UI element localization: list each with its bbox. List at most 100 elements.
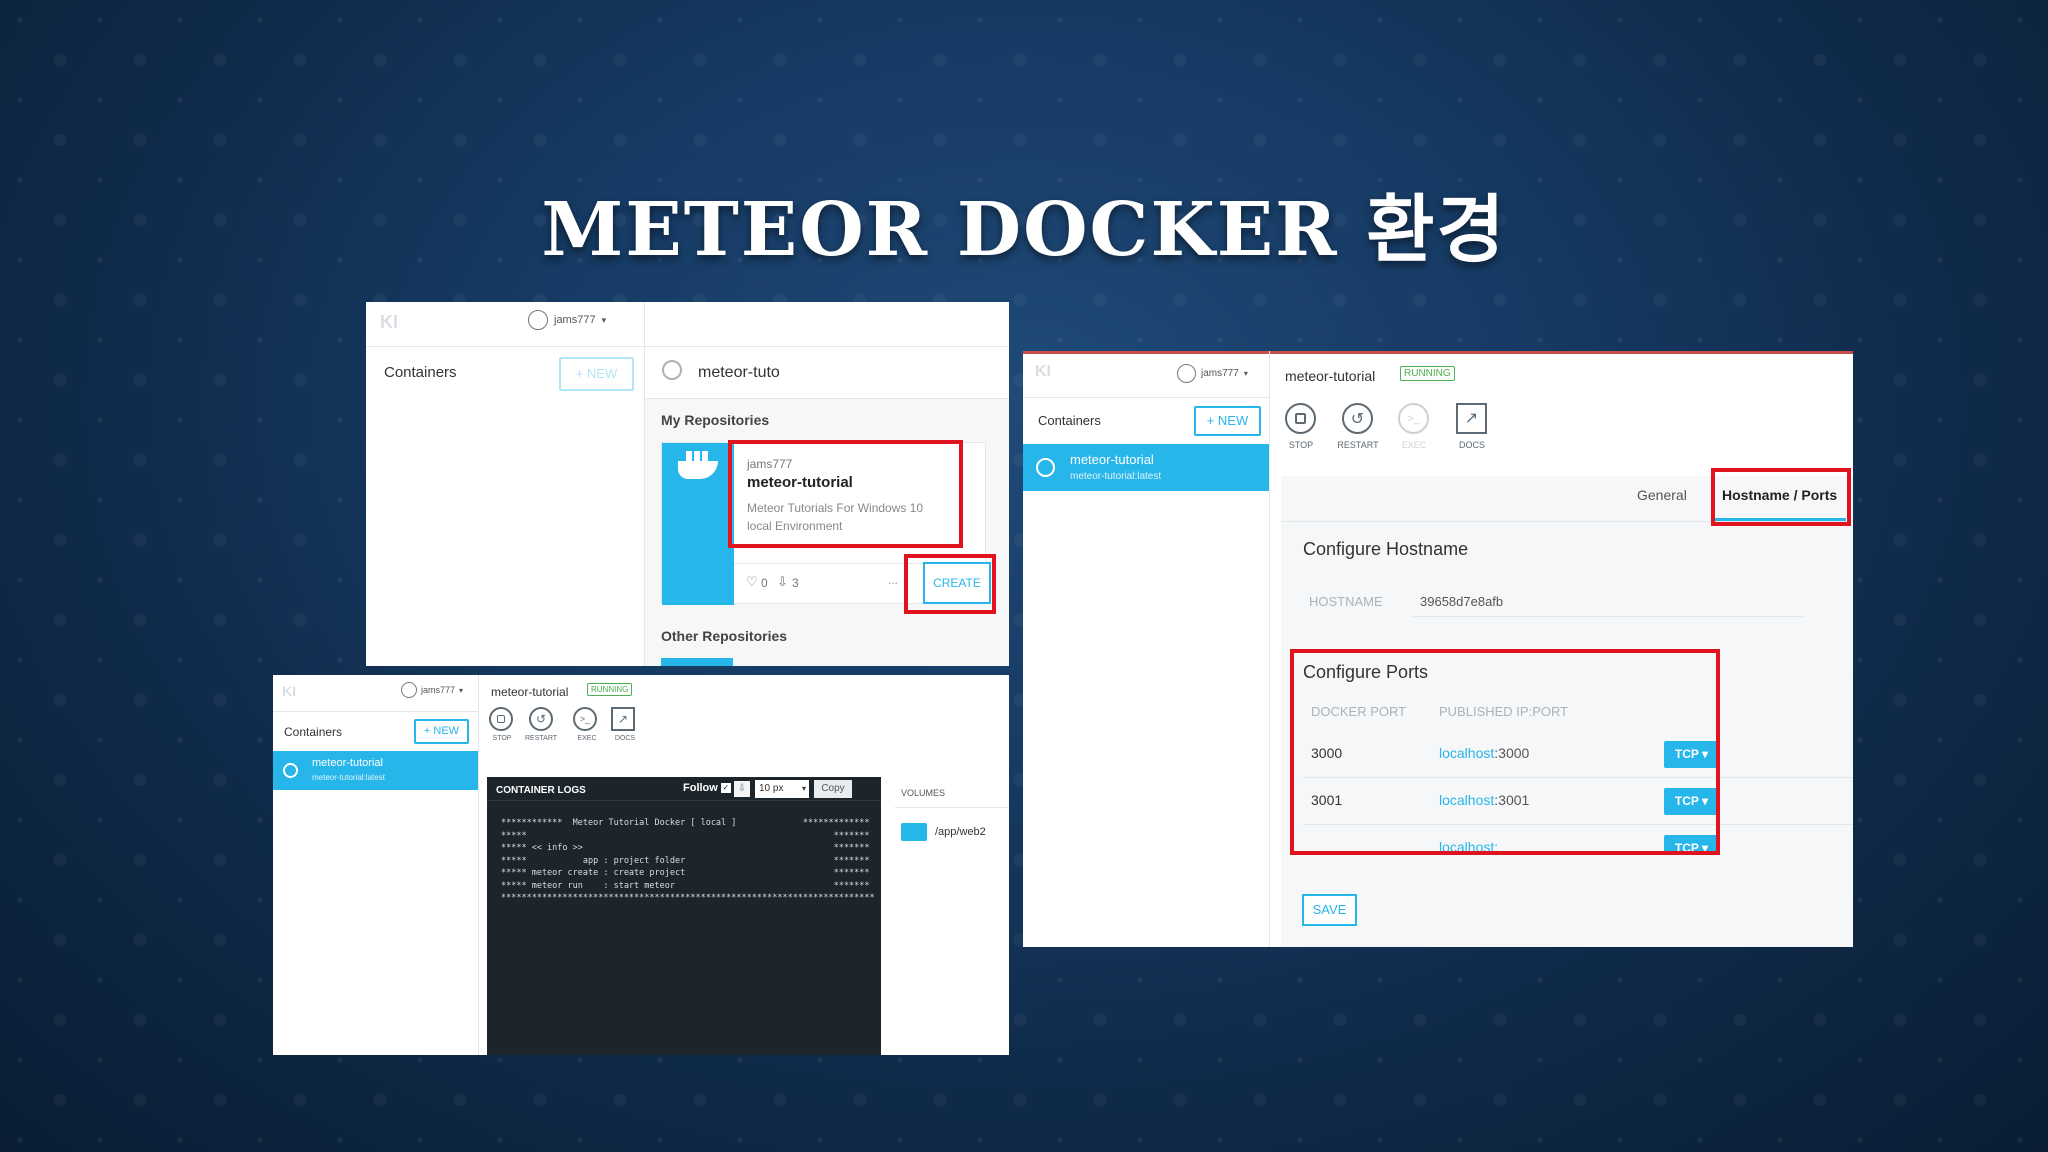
container-image: meteor-tutorial:latest <box>1070 471 1162 482</box>
highlight-ports <box>1290 649 1720 855</box>
terminal-icon: >_ <box>573 707 597 731</box>
restart-icon: ↺ <box>1342 403 1373 434</box>
col-published-port: PUBLISHED IP:PORT <box>1439 704 1569 719</box>
protocol-dropdown[interactable]: TCP ▾ <box>1664 788 1719 815</box>
sidebar-title: Containers <box>284 725 343 739</box>
docs-button[interactable]: ↗ DOCS <box>611 707 639 742</box>
copy-button[interactable]: Copy <box>814 780 852 798</box>
app-logo: KI <box>282 683 296 699</box>
highlight-create <box>904 554 996 614</box>
volume-item[interactable]: /app/web2 <box>901 823 986 841</box>
screenshot-search-repos: KI jams777 ▾ Containers + NEW meteor-tut… <box>366 302 1009 666</box>
header-divider <box>366 346 1009 347</box>
new-container-button[interactable]: + NEW <box>1194 406 1261 436</box>
tab-hostname-ports[interactable]: Hostname / Ports <box>1722 487 1838 503</box>
docker-port: 3000 <box>1311 745 1343 761</box>
external-link-icon: ↗ <box>1456 403 1487 434</box>
stop-icon <box>489 707 513 731</box>
repo-card[interactable]: jams777 meteor-tutorial Meteor Tutorials… <box>661 442 987 605</box>
restart-button[interactable]: ↺ RESTART <box>525 707 557 742</box>
repo-desc-1: Meteor Tutorials For Windows 10 <box>747 501 924 515</box>
status-badge: RUNNING <box>1400 366 1455 381</box>
volume-path: /app/web2 <box>935 826 986 838</box>
sidebar-divider <box>644 302 645 666</box>
highlight-repo-info <box>728 440 963 548</box>
header-container-name: meteor-tutorial <box>491 685 569 699</box>
header-container-name: meteor-tutorial <box>1285 368 1376 384</box>
pulls-count: 3 <box>792 576 799 590</box>
restart-button[interactable]: ↺ RESTART <box>1336 403 1380 450</box>
container-status-icon <box>1036 458 1055 477</box>
docker-port: 3001 <box>1311 792 1343 808</box>
published-port[interactable]: localhost:3001 <box>1439 792 1530 808</box>
folder-icon <box>901 823 927 841</box>
stop-button[interactable]: STOP <box>1285 403 1317 450</box>
chevron-down-icon: ▾ <box>601 314 607 325</box>
search-divider <box>645 398 1009 399</box>
user-menu[interactable]: jams777 ▾ <box>528 310 606 330</box>
checkbox-icon: ✓ <box>720 783 731 793</box>
port-row: 3001 localhost:3001 TCP ▾ <box>1303 778 1853 825</box>
repo-desc-2: local Environment <box>747 519 843 533</box>
download-icon: ⇩ <box>777 574 788 589</box>
user-menu[interactable]: jams777 ▾ <box>401 682 463 698</box>
repo-card-image <box>662 443 734 605</box>
tab-general[interactable]: General <box>1637 487 1687 503</box>
user-menu[interactable]: jams777 ▾ <box>1177 364 1248 383</box>
container-status-icon <box>283 763 298 778</box>
slide-title: METEOR DOCKER 환경 <box>541 187 1507 273</box>
create-button[interactable]: CREATE <box>923 562 991 604</box>
user-name: jams777 <box>554 314 596 326</box>
sidebar-container-item[interactable]: meteor-tutorial meteor-tutorial:latest <box>273 751 478 790</box>
likes-count: 0 <box>761 576 768 590</box>
stop-button[interactable]: STOP <box>489 707 515 742</box>
chevron-down-icon: ▾ <box>459 685 464 695</box>
search-input[interactable]: meteor-tuto <box>698 364 780 381</box>
status-badge: RUNNING <box>587 683 633 696</box>
repo-card-footer-divider <box>734 563 987 564</box>
configure-hostname-heading: Configure Hostname <box>1303 539 1469 559</box>
repo-name: meteor-tutorial <box>747 474 853 491</box>
log-output: ************ Meteor Tutorial Docker [ lo… <box>501 818 875 903</box>
user-icon <box>1177 364 1196 383</box>
other-repos-heading: Other Repositories <box>661 628 788 644</box>
download-icon[interactable]: ⇩ <box>734 781 750 797</box>
font-size-select[interactable]: 10 px ▾ <box>755 780 809 798</box>
save-button[interactable]: SAVE <box>1302 894 1357 926</box>
new-container-button[interactable]: + NEW <box>414 719 469 744</box>
docs-button[interactable]: ↗ DOCS <box>1456 403 1488 450</box>
logs-title: CONTAINER LOGS <box>496 785 586 796</box>
new-container-button[interactable]: + NEW <box>559 357 634 391</box>
chevron-down-icon: ▾ <box>1243 369 1248 378</box>
follow-label: Follow <box>683 782 718 794</box>
exec-button[interactable]: >_ EXEC <box>573 707 601 742</box>
hostname-input[interactable]: 39658d7e8afb <box>1420 594 1504 609</box>
port-row: 3000 localhost:3000 TCP ▾ <box>1303 731 1853 778</box>
protocol-dropdown[interactable]: TCP ▾ <box>1664 741 1719 768</box>
user-name: jams777 <box>1201 368 1239 379</box>
container-image: meteor-tutorial:latest <box>312 773 385 782</box>
search-icon <box>662 360 682 380</box>
heart-icon: ♡ <box>746 574 758 589</box>
user-name: jams777 <box>421 685 456 695</box>
published-port[interactable]: localhost:3000 <box>1439 745 1530 761</box>
screenshot-container-logs: KI jams777 ▾ Containers + NEW meteor-tut… <box>273 675 1009 1055</box>
hostname-label: HOSTNAME <box>1309 594 1383 609</box>
my-repos-heading: My Repositories <box>661 412 770 428</box>
logs-panel: CONTAINER LOGS Follow ✓ ⇩ 10 px ▾ Copy *… <box>487 777 881 1055</box>
screenshot-hostname-ports: KI jams777 ▾ Containers + NEW meteor-tut… <box>1023 351 1853 947</box>
follow-toggle[interactable]: Follow ✓ <box>683 782 731 794</box>
exec-button[interactable]: >_ EXEC <box>1398 403 1430 450</box>
more-options[interactable]: ... <box>888 573 899 587</box>
stop-icon <box>1285 403 1316 434</box>
app-logo: KI <box>1035 363 1051 380</box>
app-logo: KI <box>380 312 398 332</box>
volumes-title: VOLUMES <box>901 788 946 798</box>
sidebar-container-item[interactable]: meteor-tutorial meteor-tutorial:latest <box>1023 444 1269 491</box>
highlight-hostname-tab <box>1711 468 1851 526</box>
user-icon <box>528 310 548 330</box>
col-docker-port: DOCKER PORT <box>1311 704 1407 719</box>
chevron-down-icon: ▾ <box>801 784 806 793</box>
docker-whale-icon <box>678 461 718 479</box>
sidebar-title: Containers <box>1038 413 1101 428</box>
